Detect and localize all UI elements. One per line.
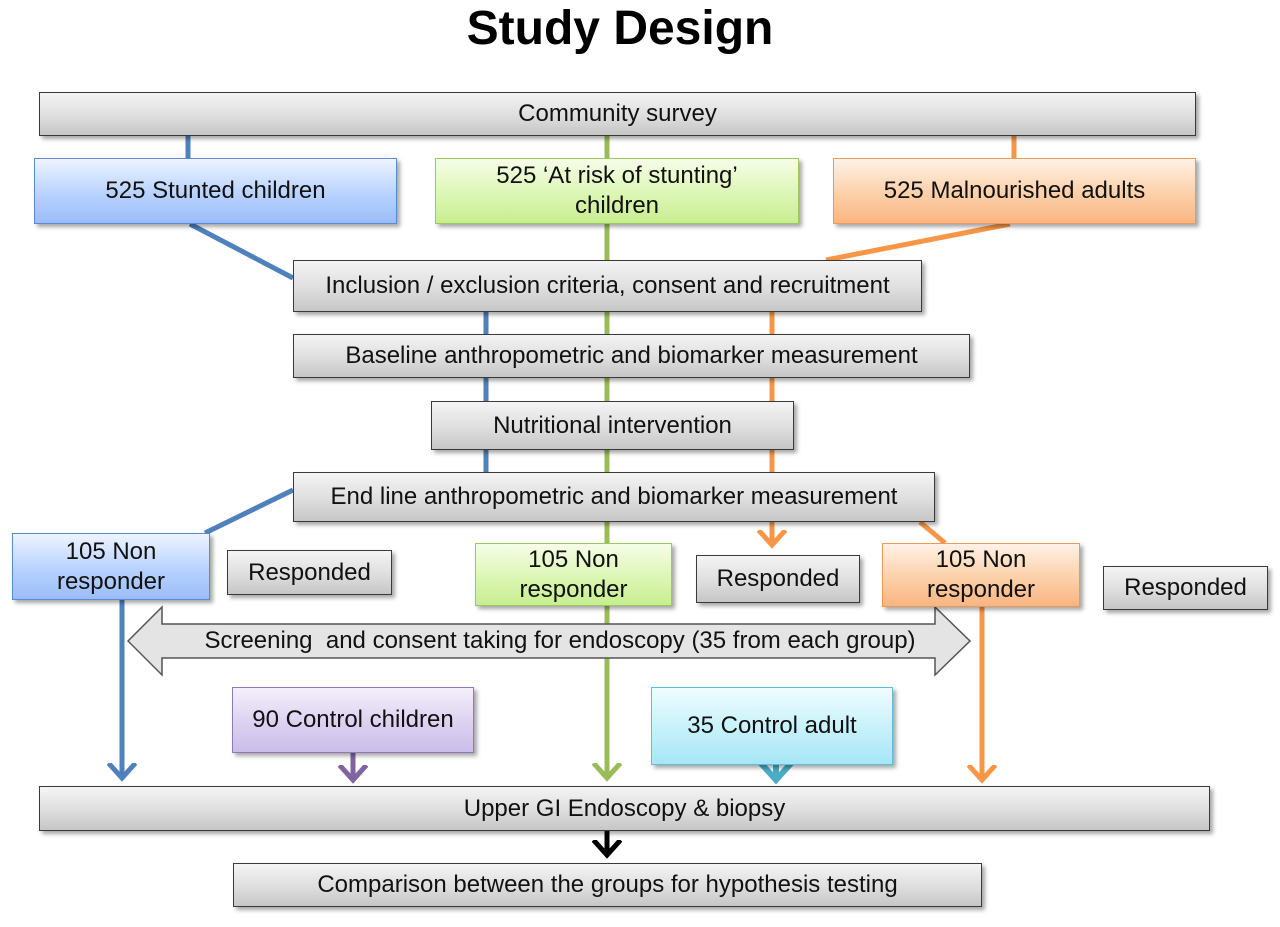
non-responder-children-box: 105 Non responder	[12, 533, 210, 600]
screening-double-arrow	[126, 605, 972, 677]
endoscopy-box: Upper GI Endoscopy & biopsy	[39, 786, 1210, 831]
stunted-children-box: 525 Stunted children	[34, 158, 397, 224]
diagram-title: Study Design	[466, 2, 774, 55]
non-responder-at-risk-box: 105 Non responder	[475, 543, 672, 606]
control-adult-box: 35 Control adult	[651, 687, 893, 765]
community-survey-box: Community survey	[39, 92, 1196, 136]
inclusion-criteria-box: Inclusion / exclusion criteria, consent …	[293, 260, 922, 312]
stunted-children-path	[122, 136, 489, 778]
malnourished-adults-path	[772, 136, 1017, 780]
non-responder-adults-box: 105 Non responder	[882, 543, 1080, 607]
endline-measurement-box: End line anthropometric and biomarker me…	[293, 472, 935, 522]
malnourished-adults-box: 525 Malnourished adults	[833, 158, 1196, 224]
control-children-box: 90 Control children	[232, 687, 474, 753]
nutritional-intervention-box: Nutritional intervention	[431, 401, 794, 450]
responded-at-risk-box: Responded	[696, 555, 860, 603]
comparison-box: Comparison between the groups for hypoth…	[233, 863, 982, 907]
screening-label: Screening and consent taking for endosco…	[204, 627, 916, 654]
responded-children-box: Responded	[227, 550, 392, 595]
responded-adults-box: Responded	[1103, 566, 1268, 610]
baseline-measurement-box: Baseline anthropometric and biomarker me…	[293, 334, 970, 378]
at-risk-children-box: 525 ‘At risk of stunting’ children	[435, 158, 799, 224]
